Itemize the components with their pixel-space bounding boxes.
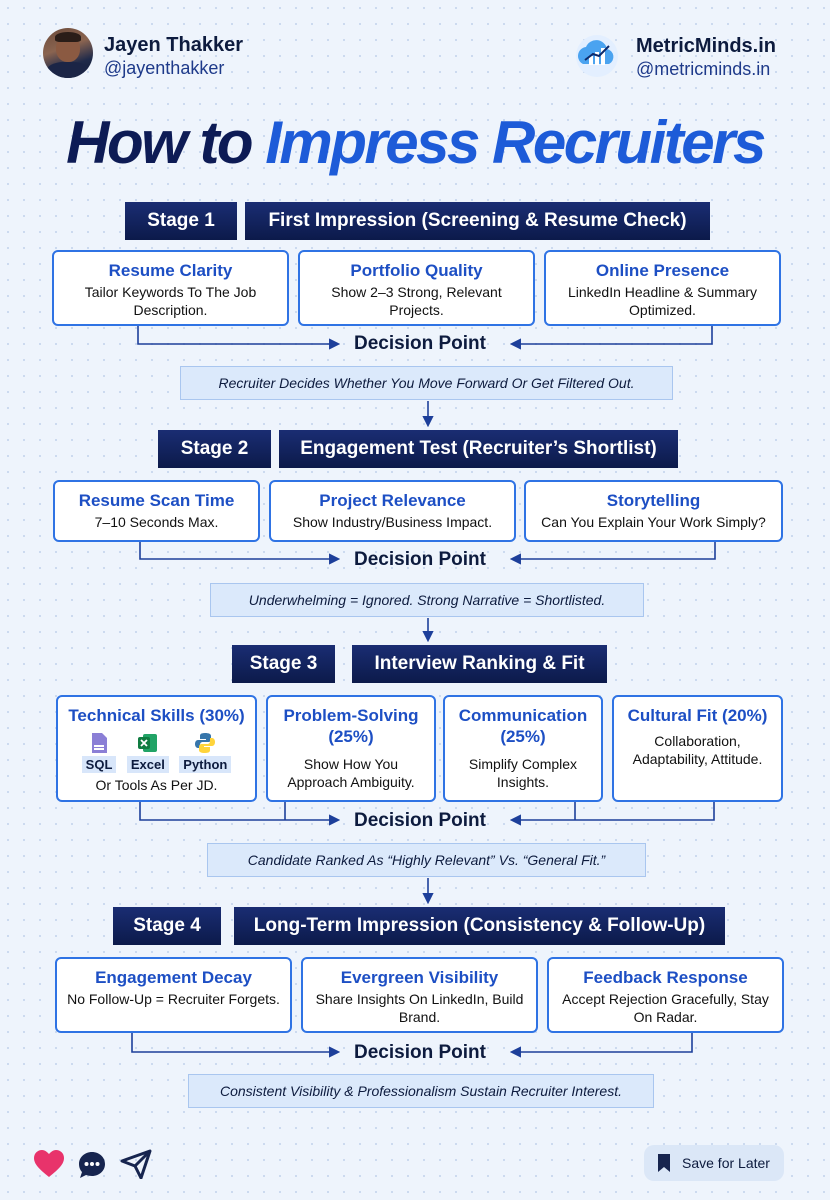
- stage-1-card-resume-clarity: Resume Clarity Tailor Keywords To The Jo…: [52, 250, 289, 326]
- comment-icon[interactable]: [77, 1150, 107, 1180]
- card-description: Or Tools As Per JD.: [95, 777, 218, 793]
- title-part-2: Impress Recruiters: [265, 109, 766, 176]
- card-title: Communication (25%): [458, 706, 588, 746]
- stage-3-title: Interview Ranking & Fit: [352, 645, 607, 683]
- card-title: Portfolio Quality: [350, 261, 483, 280]
- author-name[interactable]: Jayen Thakker: [104, 34, 243, 56]
- stage-3-card-communication: Communication (25%) Simplify Complex Ins…: [443, 695, 603, 802]
- tool-sql: SQL: [81, 732, 117, 774]
- card-description: 7–10 Seconds Max.: [94, 514, 219, 530]
- stage-3-card-cultural-fit: Cultural Fit (20%) Collaboration, Adapta…: [612, 695, 783, 802]
- author-handle[interactable]: @jayenthakker: [104, 58, 225, 78]
- python-icon: [195, 733, 216, 753]
- stage-2-card-storytelling: Storytelling Can You Explain Your Work S…: [524, 480, 783, 542]
- stage-4-card-feedback-response: Feedback Response Accept Rejection Grace…: [547, 957, 784, 1033]
- card-description: Tailor Keywords To The Job Description.: [84, 284, 257, 318]
- stage-4-decision-point: Decision Point: [354, 1042, 486, 1063]
- tool-excel-label: Excel: [126, 756, 169, 773]
- card-title: Online Presence: [595, 261, 730, 280]
- tool-python-label: Python: [179, 756, 232, 773]
- sql-file-icon: [92, 733, 108, 753]
- tool-excel: Excel: [126, 732, 169, 774]
- card-description: Show Industry/Business Impact.: [292, 514, 493, 530]
- stage-3-card-problem-solving: Problem-Solving (25%) Show How You Appro…: [266, 695, 436, 802]
- stage-2-card-project-relevance: Project Relevance Show Industry/Business…: [269, 480, 516, 542]
- card-description: Collaboration, Adaptability, Attitude.: [632, 733, 763, 767]
- stage-1-label: Stage 1: [125, 202, 237, 240]
- card-title: Cultural Fit (20%): [627, 706, 768, 725]
- card-title: Feedback Response: [583, 968, 748, 987]
- stage-2-note: Underwhelming = Ignored. Strong Narrativ…: [210, 583, 644, 617]
- save-for-later-label: Save for Later: [682, 1155, 770, 1171]
- card-title: Project Relevance: [319, 491, 466, 510]
- tool-sql-label: SQL: [81, 756, 117, 773]
- stage-2-title: Engagement Test (Recruiter’s Shortlist): [279, 430, 678, 468]
- stage-4-title: Long-Term Impression (Consistency & Foll…: [234, 907, 725, 945]
- save-for-later-button[interactable]: Save for Later: [644, 1145, 784, 1181]
- stage-2-label: Stage 2: [158, 430, 271, 468]
- card-description: Simplify Complex Insights.: [468, 756, 578, 790]
- card-description: Share Insights On LinkedIn, Build Brand.: [315, 991, 524, 1025]
- card-title: Resume Scan Time: [78, 491, 235, 510]
- stage-2-card-resume-scan-time: Resume Scan Time 7–10 Seconds Max.: [53, 480, 260, 542]
- stage-3-note: Candidate Ranked As “Highly Relevant” Vs…: [207, 843, 646, 877]
- page-title: How to Impress Recruiters: [0, 108, 830, 177]
- card-description: Show 2–3 Strong, Relevant Projects.: [331, 284, 502, 318]
- card-title: Engagement Decay: [95, 968, 252, 987]
- stage-1-title: First Impression (Screening & Resume Che…: [245, 202, 710, 240]
- card-description: No Follow-Up = Recruiter Forgets.: [67, 991, 280, 1007]
- card-description: Can You Explain Your Work Simply?: [541, 514, 766, 530]
- bookmark-icon: [658, 1154, 670, 1172]
- stage-4-card-evergreen-visibility: Evergreen Visibility Share Insights On L…: [301, 957, 538, 1033]
- tools-row: SQL Excel Python: [64, 732, 249, 774]
- like-heart-icon[interactable]: [33, 1149, 65, 1179]
- stage-1-decision-point: Decision Point: [354, 333, 486, 354]
- stage-3-card-technical-skills: Technical Skills (30%) SQL Excel Python …: [56, 695, 257, 802]
- author-avatar[interactable]: [43, 28, 93, 78]
- share-send-icon[interactable]: [120, 1149, 152, 1179]
- stage-4-note: Consistent Visibility & Professionalism …: [188, 1074, 654, 1108]
- stage-4-label: Stage 4: [113, 907, 221, 945]
- stage-1-note: Recruiter Decides Whether You Move Forwa…: [180, 366, 673, 400]
- brand-logo-icon: [576, 35, 618, 77]
- card-title: Storytelling: [606, 491, 701, 510]
- card-description: Accept Rejection Gracefully, Stay On Rad…: [562, 991, 769, 1025]
- card-description: LinkedIn Headline & Summary Optimized.: [567, 284, 758, 318]
- stage-1-card-online-presence: Online Presence LinkedIn Headline & Summ…: [544, 250, 781, 326]
- excel-icon: [137, 734, 157, 752]
- card-description: Show How You Approach Ambiguity.: [287, 756, 415, 790]
- brand-name[interactable]: MetricMinds.in: [636, 35, 777, 57]
- stage-2-decision-point: Decision Point: [354, 549, 486, 570]
- stage-1-card-portfolio-quality: Portfolio Quality Show 2–3 Strong, Relev…: [298, 250, 535, 326]
- stage-3-decision-point: Decision Point: [354, 810, 486, 831]
- card-title: Evergreen Visibility: [340, 968, 499, 987]
- card-title: Resume Clarity: [108, 261, 233, 280]
- title-part-1: How to: [66, 109, 253, 176]
- card-title: Technical Skills (30%): [68, 706, 245, 725]
- brand-handle[interactable]: @metricminds.in: [636, 59, 771, 79]
- stage-3-label: Stage 3: [232, 645, 335, 683]
- stage-4-card-engagement-decay: Engagement Decay No Follow-Up = Recruite…: [55, 957, 292, 1033]
- card-title: Problem-Solving (25%): [283, 706, 419, 746]
- tool-python: Python: [179, 732, 232, 774]
